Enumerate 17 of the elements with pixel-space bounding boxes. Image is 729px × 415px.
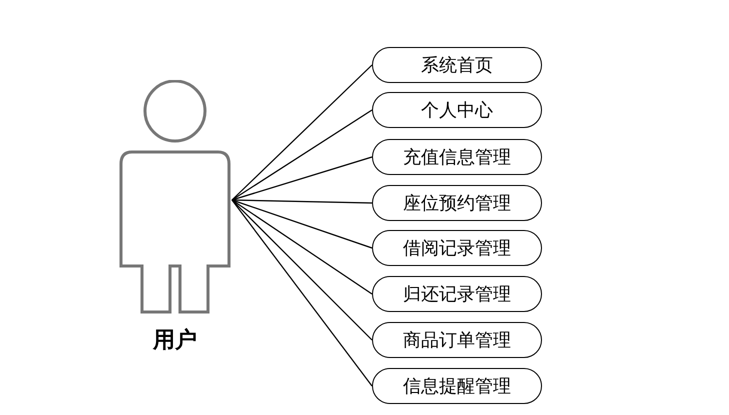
connector-line (232, 156, 372, 201)
connector-line (232, 200, 372, 294)
connector-line (232, 199, 372, 249)
connector-line (232, 110, 372, 200)
use-case-box: 信息提醒管理 (372, 368, 542, 404)
use-case-box: 系统首页 (372, 47, 542, 83)
use-case-box: 充值信息管理 (372, 139, 542, 175)
connector-line (232, 200, 372, 340)
use-case-box: 借阅记录管理 (372, 230, 542, 266)
use-case-box: 归还记录管理 (372, 276, 542, 312)
use-case-box: 商品订单管理 (372, 322, 542, 358)
use-case-box: 个人中心 (372, 92, 542, 128)
connector-line (232, 200, 372, 386)
use-case-box: 座位预约管理 (372, 185, 542, 221)
connector-line (232, 199, 372, 204)
actor-label: 用户 (152, 326, 198, 354)
connector-line (232, 64, 372, 200)
